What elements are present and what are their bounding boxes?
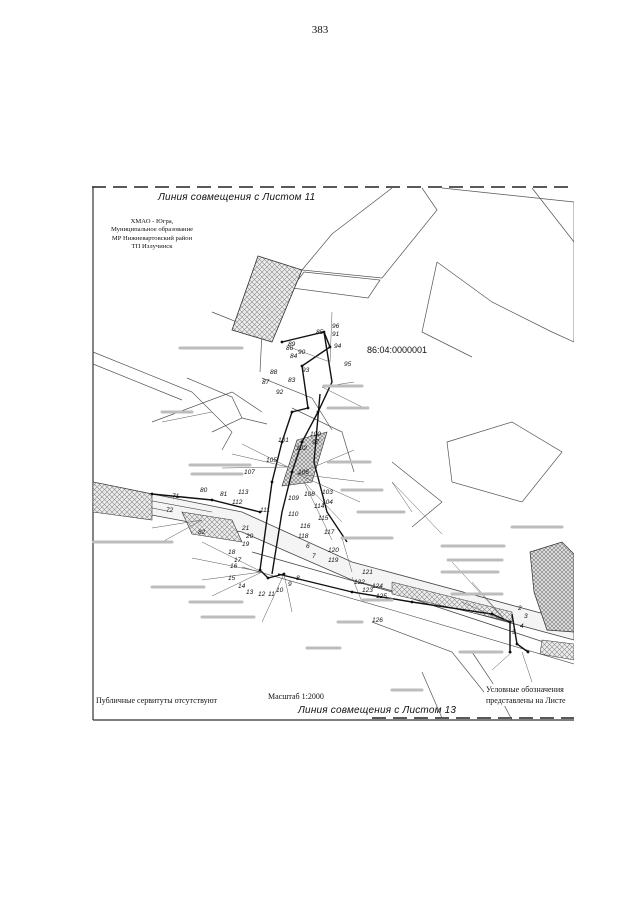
point-label: 84 <box>290 353 298 360</box>
point-label: 94 <box>334 343 342 350</box>
point-label: 89 <box>288 341 296 348</box>
point-label: 80 <box>200 487 208 494</box>
point-label: 90 <box>298 349 306 356</box>
point-label: 71 <box>172 493 180 500</box>
parcel-outlines <box>92 187 574 721</box>
point-label: 8 <box>296 575 300 582</box>
point-label: 10 <box>276 587 284 594</box>
scale-label: Масштаб 1:2000 <box>268 692 324 701</box>
point-label: 2 <box>517 605 522 612</box>
match-line-top-title: Линия совмещения с Листом 11 <box>158 192 316 203</box>
point-label: 21 <box>241 525 250 532</box>
point-label: 81 <box>220 491 228 498</box>
point-label: 124 <box>372 583 383 590</box>
point-label: 117 <box>324 529 335 536</box>
hatched-block-top <box>231 255 303 343</box>
point-label: 109 <box>288 495 299 502</box>
point-label: 104 <box>322 499 333 506</box>
survey-points <box>150 330 530 654</box>
point-label: 125 <box>376 593 387 600</box>
point-label: 101 <box>278 437 289 444</box>
legend-note-line-2: представлены на Листе <box>486 696 566 705</box>
admin-line-2: Муниципальное образование <box>110 226 194 234</box>
legend-note-line-1: Условные обозначения <box>486 685 564 694</box>
hatched-strip-left <box>92 481 153 521</box>
admin-region-block: ХМАО - Югра, Муниципальное образование М… <box>96 218 208 252</box>
point-label: 5 <box>512 629 516 636</box>
point-label: 87 <box>262 379 270 386</box>
point-label: 97 <box>312 439 320 446</box>
point-label: 121 <box>362 569 373 576</box>
admin-line-4: ТП Излучинск <box>131 243 173 251</box>
point-label: 106 <box>298 469 309 476</box>
point-label: 111 <box>260 507 270 514</box>
point-label: 122 <box>354 579 365 586</box>
point-label: 105 <box>266 457 277 464</box>
point-label: 11 <box>268 591 275 598</box>
point-label: 9 <box>288 581 292 588</box>
point-label: 13 <box>246 589 254 596</box>
point-label-layer: 2345678910111213141516171819202171728081… <box>166 323 528 636</box>
point-label: 88 <box>270 369 278 376</box>
point-label: 96 <box>332 323 340 330</box>
admin-line-1: ХМАО - Югра, <box>130 218 174 225</box>
point-label: 4 <box>520 623 524 630</box>
point-label: 113 <box>238 489 249 496</box>
point-label: 7 <box>312 553 316 560</box>
map-drawing: 2345678910111213141516171819202171728081… <box>92 186 574 721</box>
point-label: 91 <box>332 331 340 338</box>
point-label: 17 <box>234 557 242 564</box>
point-label: 15 <box>228 575 236 582</box>
point-label: 103 <box>322 489 333 496</box>
point-label: 3 <box>524 613 528 620</box>
point-label: 118 <box>298 533 309 540</box>
point-label: 86 <box>286 345 294 352</box>
hatched-strip-lower <box>539 639 574 661</box>
point-label: 18 <box>228 549 236 556</box>
point-label: 85 <box>316 329 324 336</box>
match-line-bottom-title: Линия совмещения с Листом 13 <box>298 705 457 716</box>
point-label: 100 <box>310 431 321 438</box>
point-label: 95 <box>344 361 352 368</box>
point-label: 116 <box>300 523 311 530</box>
page-number: 383 <box>311 24 329 36</box>
point-label: 107 <box>244 469 255 476</box>
leader-lines <box>151 311 533 683</box>
point-label: 102 <box>296 445 307 452</box>
point-label: 123 <box>362 587 373 594</box>
point-label: 72 <box>166 507 174 514</box>
cadastral-quarter-number: 86:04:0000001 <box>367 345 428 355</box>
legend-note: Условные обозначения представлены на Лис… <box>484 684 566 706</box>
point-label: 114 <box>314 503 325 510</box>
easement-note: Публичные сервитуты отсутствуют <box>96 696 218 705</box>
point-label: 82 <box>198 529 206 536</box>
point-label: 92 <box>276 389 284 396</box>
point-label: 12 <box>258 591 266 598</box>
point-label: 115 <box>318 515 329 522</box>
point-label: 19 <box>242 541 250 548</box>
point-label: 112 <box>232 499 243 506</box>
point-label: 93 <box>302 367 310 374</box>
point-label: 108 <box>304 491 315 498</box>
hatched-strip-road <box>181 511 243 543</box>
point-label: 120 <box>328 547 339 554</box>
point-label: 6 <box>306 543 310 550</box>
point-label: 126 <box>372 617 383 624</box>
greyed-annotations <box>92 346 564 692</box>
hatched-block-right <box>529 541 574 633</box>
point-label: 14 <box>238 583 246 590</box>
admin-line-3: МР Нижневартовский район <box>111 234 193 242</box>
point-label: 83 <box>288 377 296 384</box>
point-label: 119 <box>328 557 339 564</box>
point-label: 20 <box>245 533 254 540</box>
point-label: 110 <box>288 511 299 518</box>
point-label: 16 <box>230 563 238 570</box>
